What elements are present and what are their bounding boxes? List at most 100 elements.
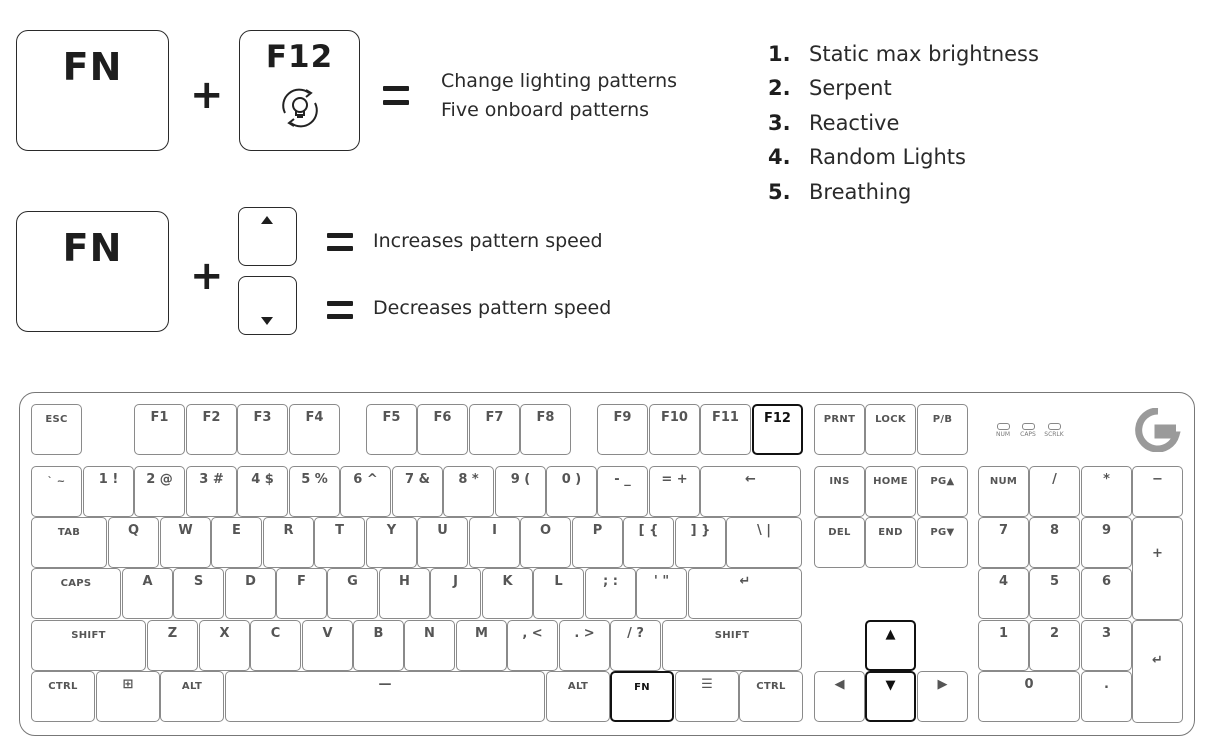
key-rctrl: CTRL	[739, 671, 803, 722]
key-down: ▼	[865, 671, 916, 722]
key-m: M	[456, 620, 507, 671]
key-kp6: 6	[1081, 568, 1132, 619]
key-pb: P/B	[917, 404, 968, 455]
equals-bar-bottom	[383, 100, 409, 105]
key-win: ⊞	[96, 671, 160, 722]
key-n4: 4 $	[237, 466, 288, 517]
arrow-up-icon	[261, 216, 273, 224]
key-f8: F8	[520, 404, 571, 455]
key-n0: 0 )	[546, 466, 597, 517]
key-h: H	[379, 568, 430, 619]
key-c: C	[250, 620, 301, 671]
key-semicolon: ; :	[585, 568, 636, 619]
key-f: F	[276, 568, 327, 619]
pattern-label: Serpent	[809, 76, 892, 100]
key-u: U	[417, 517, 468, 568]
key-left: ◀	[814, 671, 865, 722]
key-f5: F5	[366, 404, 417, 455]
pattern-num: 3.	[768, 111, 791, 135]
key-kp0: 0	[978, 671, 1080, 722]
caps-lock-indicator: CAPS	[1013, 423, 1043, 438]
key-p: P	[572, 517, 623, 568]
key-comma: , <	[507, 620, 558, 671]
num-lock-indicator: NUM	[988, 423, 1018, 438]
key-pgup: PG▲	[917, 466, 968, 517]
pattern-num: 4.	[768, 145, 791, 169]
key-menu: ☰	[675, 671, 739, 722]
key-lshift: SHIFT	[31, 620, 146, 671]
fn-key-large: FN	[16, 30, 169, 151]
key-kp2: 2	[1029, 620, 1080, 671]
pattern-num: 5.	[768, 180, 791, 204]
key-fn: FN	[610, 671, 674, 722]
key-del: DEL	[814, 517, 865, 568]
key-i: I	[469, 517, 520, 568]
key-lctrl: CTRL	[31, 671, 95, 722]
fn-key-large-2: FN	[16, 211, 169, 332]
key-a: A	[122, 568, 173, 619]
increase-speed-desc: Increases pattern speed	[373, 230, 603, 252]
key-prnt: PRNT	[814, 404, 865, 455]
key-f2: F2	[186, 404, 237, 455]
key-s: S	[173, 568, 224, 619]
scrlk-indicator-label: SCRLK	[1044, 431, 1064, 438]
key-ralt: ALT	[546, 671, 610, 722]
key-enter: ↵	[688, 568, 802, 619]
key-slash: / ?	[610, 620, 661, 671]
key-r: R	[263, 517, 314, 568]
combo1-desc-line2: Five onboard patterns	[441, 99, 650, 121]
key-x: X	[199, 620, 250, 671]
key-kp-star: *	[1081, 466, 1132, 517]
key-quote: ' "	[636, 568, 687, 619]
key-kp-enter: ↵	[1132, 620, 1183, 723]
key-n8: 8 *	[443, 466, 494, 517]
decrease-speed-desc: Decreases pattern speed	[373, 297, 612, 319]
equals-up-bar-bottom	[327, 246, 353, 251]
key-equal: = +	[649, 466, 700, 517]
key-kp-slash: /	[1029, 466, 1080, 517]
key-f7: F7	[469, 404, 520, 455]
key-home: HOME	[865, 466, 916, 517]
combo1-desc-line1: Change lighting patterns	[441, 70, 678, 92]
key-lalt: ALT	[160, 671, 224, 722]
key-kp1: 1	[978, 620, 1029, 671]
key-f10: F10	[649, 404, 700, 455]
key-n1: 1 !	[83, 466, 134, 517]
key-up: ▲	[865, 620, 916, 671]
key-f9: F9	[597, 404, 648, 455]
key-end: END	[865, 517, 916, 568]
key-period: . >	[559, 620, 610, 671]
key-tilde: ` ~	[31, 466, 82, 517]
key-z: Z	[147, 620, 198, 671]
key-j: J	[430, 568, 481, 619]
key-kp3: 3	[1081, 620, 1132, 671]
key-rshift: SHIFT	[662, 620, 802, 671]
key-n5: 5 %	[289, 466, 340, 517]
key-backslash: \ |	[726, 517, 802, 568]
key-w: W	[160, 517, 211, 568]
key-o: O	[520, 517, 571, 568]
pattern-num: 2.	[768, 76, 791, 100]
arrow-down-icon	[261, 317, 273, 325]
key-right: ▶	[917, 671, 968, 722]
fn-key-label: FN	[62, 226, 123, 270]
key-lock: LOCK	[865, 404, 916, 455]
key-ins: INS	[814, 466, 865, 517]
logitech-g-logo	[1135, 408, 1181, 452]
key-caps: CAPS	[31, 568, 121, 619]
key-kp4: 4	[978, 568, 1029, 619]
key-n9: 9 (	[495, 466, 546, 517]
equals-down-bar-bottom	[327, 314, 353, 319]
pattern-label: Breathing	[809, 180, 912, 204]
equals-up-bar-top	[327, 233, 353, 238]
key-minus: - _	[597, 466, 648, 517]
key-l: L	[533, 568, 584, 619]
key-numlock: NUM	[978, 466, 1029, 517]
fn-key-label: FN	[62, 45, 123, 89]
key-q: Q	[108, 517, 159, 568]
arrow-up-key-large	[238, 207, 297, 266]
caps-indicator-label: CAPS	[1020, 431, 1036, 438]
key-n7: 7 &	[392, 466, 443, 517]
key-lbracket: [ {	[623, 517, 674, 568]
key-n2: 2 @	[134, 466, 185, 517]
